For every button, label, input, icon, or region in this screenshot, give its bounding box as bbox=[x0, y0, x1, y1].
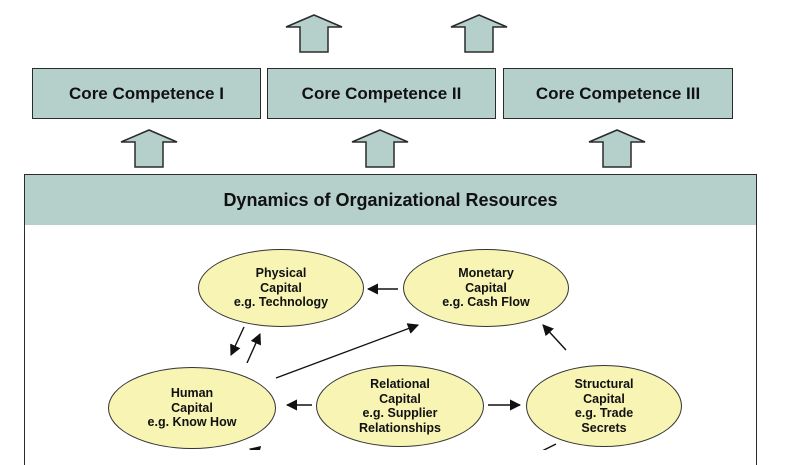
relational-capital-line-2: Capital bbox=[379, 391, 421, 406]
structural-capital-node: Structural Capital e.g. Trade Secrets bbox=[526, 365, 682, 447]
physical-capital-line-2: Capital bbox=[260, 280, 302, 295]
human-capital-line-1: Human bbox=[170, 386, 214, 401]
monetary-capital-node: Monetary Capital e.g. Cash Flow bbox=[403, 249, 569, 327]
monetary-capital-line-3: e.g. Cash Flow bbox=[442, 295, 530, 310]
structural-capital-line-4: Secrets bbox=[581, 420, 627, 435]
human-capital-line-3: e.g. Know How bbox=[147, 415, 237, 430]
core-competence-1-box: Core Competence I bbox=[32, 68, 261, 119]
core-competence-2-label: Core Competence II bbox=[301, 83, 462, 103]
arrow-physical-to-human bbox=[230, 326, 245, 357]
arrow-human-to-monetary bbox=[275, 323, 420, 379]
structural-capital-line-1: Structural bbox=[574, 377, 634, 391]
core-competence-3-label: Core Competence III bbox=[535, 83, 701, 103]
monetary-capital-line-2: Capital bbox=[465, 280, 507, 295]
arrow-human-to-physical bbox=[246, 332, 261, 364]
physical-capital-line-1: Physical bbox=[255, 266, 307, 281]
arrow-structural-outgoing-partial bbox=[542, 443, 557, 450]
core-competence-3-box: Core Competence III bbox=[503, 68, 733, 119]
relational-capital-node: Relational Capital e.g. Supplier Relatio… bbox=[316, 365, 484, 447]
relational-capital-line-3: e.g. Supplier bbox=[362, 406, 438, 420]
core-competence-1-label: Core Competence I bbox=[69, 83, 224, 103]
core-competence-2-box: Core Competence II bbox=[267, 68, 496, 119]
human-capital-node: Human Capital e.g. Know How bbox=[108, 367, 276, 449]
physical-capital-line-3: e.g. Technology bbox=[233, 295, 329, 310]
relational-capital-line-4: Relationships bbox=[359, 420, 441, 435]
structural-capital-line-3: e.g. Trade bbox=[574, 406, 634, 420]
physical-capital-node: Physical Capital e.g. Technology bbox=[198, 249, 364, 327]
structural-capital-line-2: Capital bbox=[583, 391, 625, 406]
relational-capital-line-1: Relational bbox=[370, 377, 430, 391]
monetary-capital-line-1: Monetary bbox=[458, 266, 514, 281]
human-capital-line-2: Capital bbox=[171, 400, 213, 415]
arrow-structural-to-monetary bbox=[542, 324, 567, 351]
dynamics-title: Dynamics of Organizational Resources bbox=[223, 189, 558, 210]
relationship-arrows-layer bbox=[230, 283, 567, 450]
